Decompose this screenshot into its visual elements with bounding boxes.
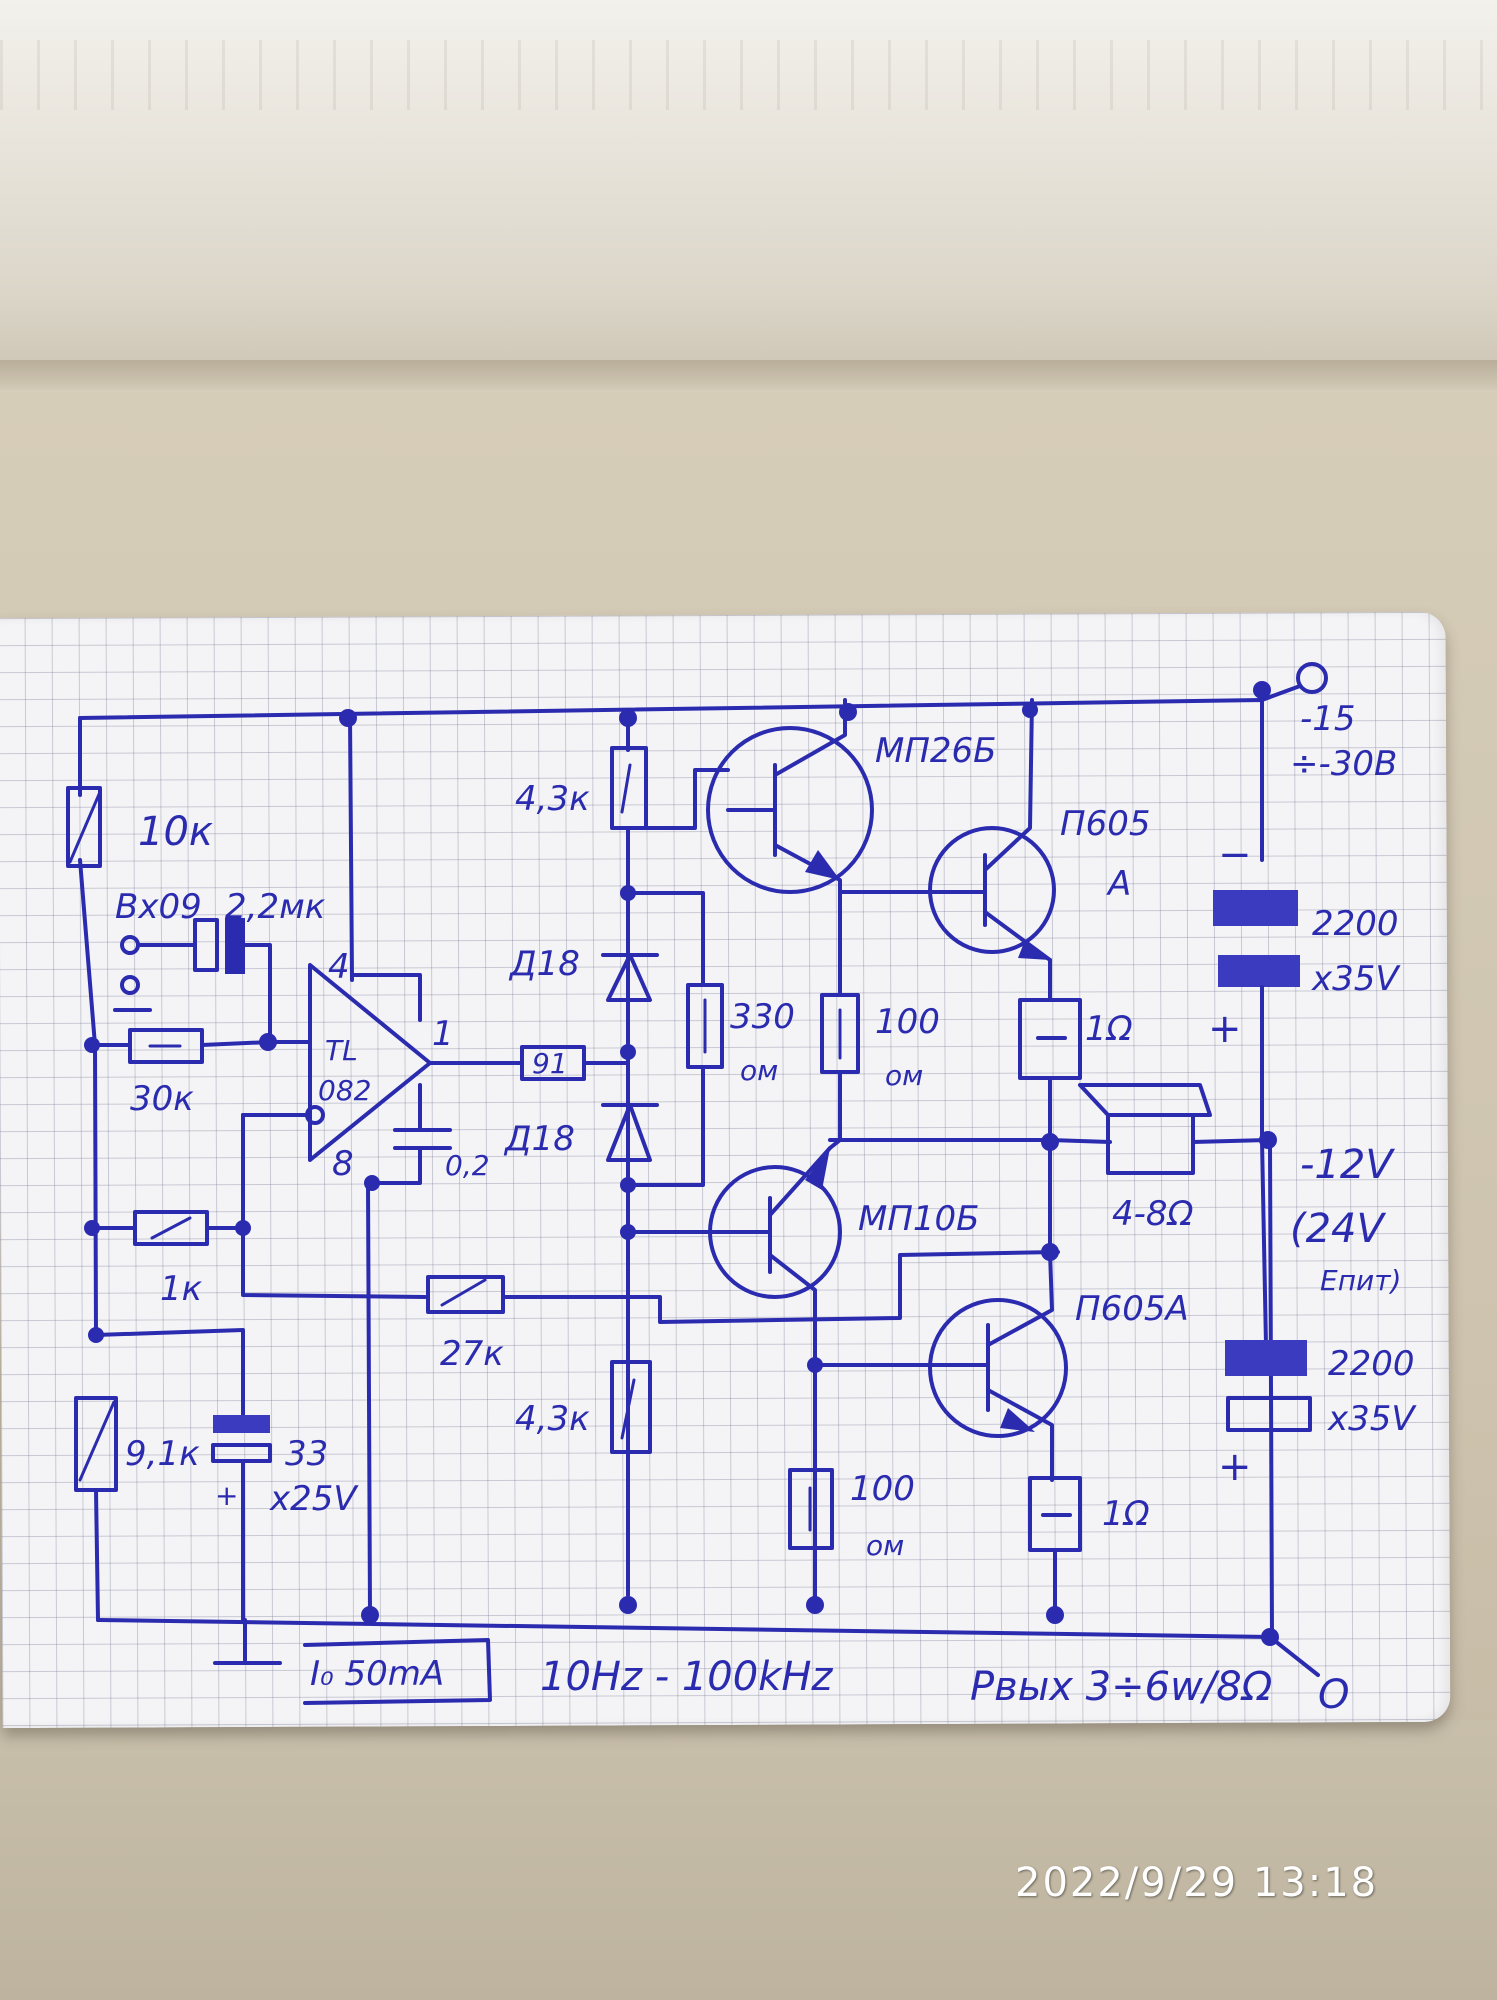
label-mid-v: -12V xyxy=(1300,1142,1395,1188)
input-jack-2 xyxy=(120,975,140,995)
label-pot-9-1k: 9,1к xyxy=(125,1434,200,1474)
label-opamp: TL xyxy=(325,1034,358,1067)
label-cap-bot-v: x35V xyxy=(1327,1399,1417,1439)
label-r-91: 91 xyxy=(532,1047,568,1080)
cap-2-2uF-plate xyxy=(193,918,219,972)
opamp-pin4-wire xyxy=(348,713,354,982)
diode-d18-1 xyxy=(601,953,659,1002)
label-cap-top-v: x35V xyxy=(1311,959,1401,999)
label-supply-15: -15 xyxy=(1300,699,1356,739)
label-speaker: 4-8Ω xyxy=(1112,1194,1194,1234)
sill-lower xyxy=(0,1720,1497,2000)
label-box-current xyxy=(303,1638,492,1705)
ground-symbol xyxy=(213,1618,282,1665)
transistor-p605-lower xyxy=(928,1298,1068,1438)
label-r-330-unit: ом xyxy=(740,1054,778,1087)
left-rail-lower xyxy=(78,858,98,1337)
paint-texture xyxy=(0,40,1497,110)
label-cap-bot: 2200 xyxy=(1328,1344,1415,1384)
resistor-27k xyxy=(426,1275,505,1314)
label-pin1: 1 xyxy=(432,1014,454,1054)
label-plus-bot: + xyxy=(1218,1444,1252,1490)
opamp-pin8-wire xyxy=(366,1181,372,1617)
label-r-27k: 27к xyxy=(440,1334,504,1374)
diode-d18-2 xyxy=(601,1103,659,1162)
label-pin8: 8 xyxy=(332,1144,354,1184)
label-pot-10k: 10к xyxy=(138,809,213,855)
input-jack-1 xyxy=(120,935,140,955)
cap-33uF-neg xyxy=(213,1415,270,1433)
transistor-mp26b xyxy=(706,726,874,894)
window-frame xyxy=(0,0,1497,390)
label-r-100b-unit: ом xyxy=(866,1529,904,1562)
label-pin4: 4 xyxy=(328,947,350,987)
left-rail-bottom xyxy=(94,1488,100,1622)
label-diode-1: Д18 xyxy=(508,944,580,984)
label-current: I₀ 50mA xyxy=(310,1654,444,1694)
label-diode-2: Д18 xyxy=(503,1119,575,1159)
pot-10k xyxy=(66,786,102,868)
label-r-1k: 1к xyxy=(160,1269,203,1309)
label-r-100b: 100 xyxy=(850,1469,915,1509)
cap-33uF-pos xyxy=(211,1443,272,1463)
label-plus-top: + xyxy=(1208,1006,1242,1052)
label-freq: 10Hz - 100kHz xyxy=(540,1654,833,1700)
label-p605a: П605А xyxy=(1075,1289,1189,1329)
frame-ledge xyxy=(0,360,1497,390)
speaker-box xyxy=(1106,1113,1195,1175)
label-p605: П605 xyxy=(1060,804,1150,844)
label-cap-0-2: 0,2 xyxy=(445,1149,490,1182)
label-minus: − xyxy=(1218,832,1252,878)
label-r-1b: 1Ω xyxy=(1102,1494,1150,1534)
speaker-cone xyxy=(1078,1083,1212,1117)
opamp-triangle xyxy=(308,963,432,1162)
label-opamp-2: 082 xyxy=(318,1074,371,1107)
label-r-1a: 1Ω xyxy=(1085,1009,1133,1049)
pot-9-1k xyxy=(74,1396,118,1492)
label-mid-v3: Eпит) xyxy=(1320,1264,1401,1297)
label-mp10b: МП10Б xyxy=(858,1199,980,1239)
resistor-4-3k-bottom xyxy=(610,1360,652,1454)
label-mid-v2: (24V xyxy=(1290,1206,1387,1252)
label-r-330: 330 xyxy=(730,997,795,1037)
photo-timestamp: 2022/9/29 13:18 xyxy=(1015,1860,1379,1906)
label-terminal-bottom: O xyxy=(1318,1672,1349,1718)
label-p605-a: А xyxy=(1106,864,1131,904)
resistor-100-lower xyxy=(788,1468,834,1550)
cap-2200-bottom-pos xyxy=(1226,1396,1312,1432)
cap-2200-bottom-neg xyxy=(1225,1340,1307,1376)
bottom-rail-wire xyxy=(96,1143,1274,1639)
label-r-100a-unit: ом xyxy=(885,1059,923,1092)
cap-2200-top-pos xyxy=(1218,955,1300,987)
supply-terminal-top xyxy=(1296,662,1328,694)
label-r-43k-bot: 4,3к xyxy=(515,1399,590,1439)
resistor-4-3k-top xyxy=(610,746,648,830)
cap-2200-top-neg xyxy=(1213,890,1298,926)
label-cap-33: 33 xyxy=(285,1434,328,1474)
label-r-100a: 100 xyxy=(875,1002,940,1042)
label-supply-30: ÷-30В xyxy=(1290,744,1397,784)
label-r-30k: 30к xyxy=(130,1079,194,1119)
label-plus-cap33: + xyxy=(215,1479,238,1512)
label-r-43k-top: 4,3к xyxy=(515,779,590,819)
label-input: Bx09 xyxy=(115,887,202,927)
label-cap-33-v: x25V xyxy=(269,1479,359,1519)
label-cap-top: 2200 xyxy=(1312,904,1399,944)
label-power: Pвых 3÷6w/8Ω xyxy=(970,1664,1273,1710)
label-mp26b: МП26Б xyxy=(875,731,997,771)
